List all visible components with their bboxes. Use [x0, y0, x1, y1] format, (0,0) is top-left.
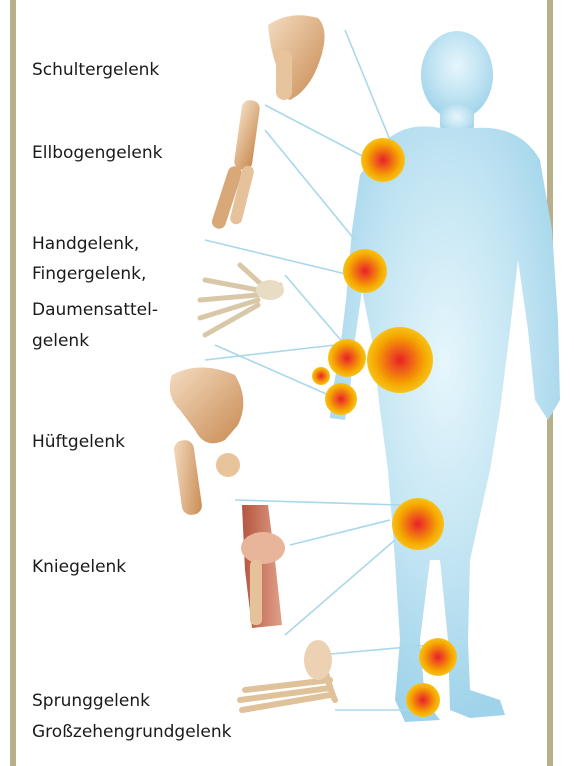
- joint-labels: Schultergelenk Ellbogengelenk Handgelenk…: [32, 0, 272, 766]
- label-ankle: Sprunggelenk: [32, 689, 150, 714]
- body-silhouette: [330, 31, 560, 722]
- hotspot-knee: [392, 498, 444, 550]
- hotspot-elbow: [361, 138, 405, 182]
- hotspot-thumb: [325, 383, 357, 415]
- label-hand-line1: Handgelenk,: [32, 232, 139, 257]
- label-shoulder: Schultergelenk: [32, 58, 159, 83]
- hotspot-thumb-small: [312, 367, 330, 385]
- label-knee: Kniegelenk: [32, 555, 126, 580]
- label-hip: Hüftgelenk: [32, 430, 125, 455]
- label-toe: Großzehengrundgelenk: [32, 720, 231, 745]
- hotspot-hip: [367, 327, 433, 393]
- hotspot-toe: [406, 683, 440, 717]
- label-hand-line3: Daumensattel-: [32, 298, 158, 323]
- label-elbow: Ellbogengelenk: [32, 141, 162, 166]
- hotspot-wrist: [343, 249, 387, 293]
- hotspot-ankle: [419, 638, 457, 676]
- hotspot-finger: [328, 339, 366, 377]
- shoulder-bone-icon: [268, 15, 325, 100]
- label-hand-line4: gelenk: [32, 329, 89, 354]
- label-hand-line2: Fingergelenk,: [32, 262, 146, 287]
